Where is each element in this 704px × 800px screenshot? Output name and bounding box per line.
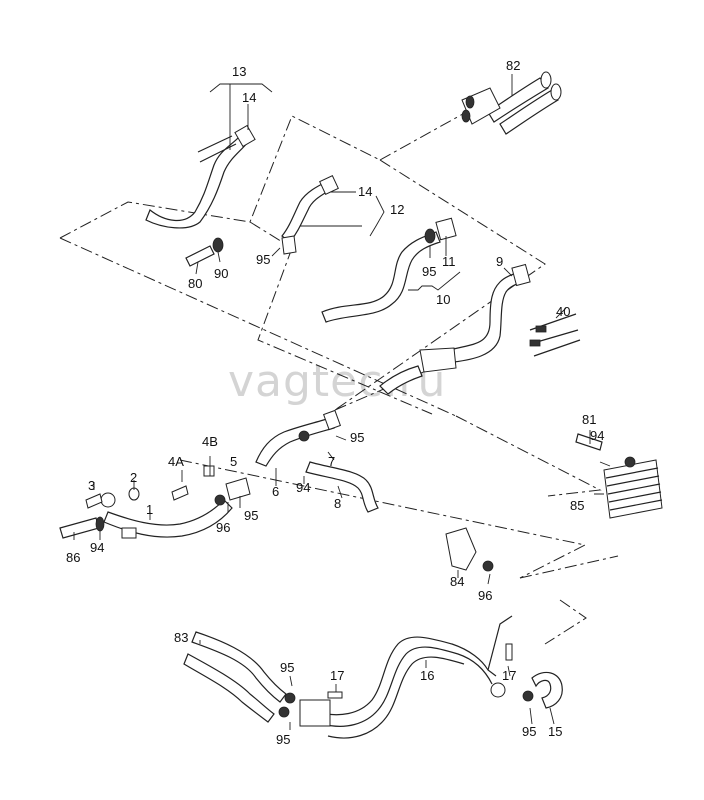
label-82: 82 bbox=[506, 58, 520, 73]
label-16: 16 bbox=[420, 668, 434, 683]
label-9: 9 bbox=[496, 254, 503, 269]
part-labels: 13 14 82 14 12 95 80 90 11 95 9 10 40 81… bbox=[66, 58, 604, 747]
cooler-85 bbox=[603, 456, 663, 519]
hose-10 bbox=[321, 217, 457, 323]
label-81: 81 bbox=[582, 412, 596, 427]
hose-81 bbox=[575, 433, 603, 451]
label-85: 85 bbox=[570, 498, 584, 513]
label-6: 6 bbox=[272, 484, 279, 499]
label-4A: 4A bbox=[168, 454, 184, 469]
label-14: 14 bbox=[358, 184, 372, 199]
label-90: 90 bbox=[214, 266, 228, 281]
label-14: 14 bbox=[242, 90, 256, 105]
hose-end-80 bbox=[185, 237, 224, 267]
hoses-83 bbox=[183, 631, 296, 723]
label-40: 40 bbox=[556, 304, 570, 319]
label-95: 95 bbox=[350, 430, 364, 445]
label-12: 12 bbox=[390, 202, 404, 217]
hose-8 bbox=[305, 461, 379, 513]
label-17: 17 bbox=[502, 668, 516, 683]
label-5: 5 bbox=[230, 454, 237, 469]
label-8: 8 bbox=[334, 496, 341, 511]
watermark-text: vagtec.ru bbox=[228, 356, 446, 407]
label-95: 95 bbox=[244, 508, 258, 523]
label-84: 84 bbox=[450, 574, 464, 589]
label-94: 94 bbox=[296, 480, 310, 495]
pipe-6 bbox=[255, 409, 342, 467]
label-95: 95 bbox=[276, 732, 290, 747]
label-11: 11 bbox=[442, 254, 456, 269]
label-95: 95 bbox=[422, 264, 436, 279]
label-1: 1 bbox=[146, 502, 153, 517]
label-83: 83 bbox=[174, 630, 188, 645]
bracket-84 bbox=[445, 527, 494, 572]
label-4B: 4B bbox=[202, 434, 218, 449]
parts-2-3-4-5 bbox=[85, 465, 251, 509]
label-3: 3 bbox=[88, 478, 95, 493]
hose-15 bbox=[522, 671, 563, 709]
hose-86 bbox=[59, 516, 105, 539]
pipe-16 bbox=[299, 615, 513, 739]
label-95: 95 bbox=[256, 252, 270, 267]
hose-12 bbox=[281, 175, 339, 255]
label-96: 96 bbox=[216, 520, 230, 535]
label-95: 95 bbox=[522, 724, 536, 739]
label-2: 2 bbox=[130, 470, 137, 485]
hose-9 bbox=[379, 263, 531, 395]
label-15: 15 bbox=[548, 724, 562, 739]
label-95: 95 bbox=[280, 660, 294, 675]
hose-13 bbox=[145, 124, 256, 229]
label-94: 94 bbox=[90, 540, 104, 555]
label-86: 86 bbox=[66, 550, 80, 565]
bolts-17 bbox=[327, 643, 513, 699]
label-94: 94 bbox=[590, 428, 604, 443]
clips-40 bbox=[529, 313, 581, 357]
leader-lines bbox=[73, 74, 611, 730]
label-13: 13 bbox=[232, 64, 246, 79]
label-10: 10 bbox=[436, 292, 450, 307]
label-80: 80 bbox=[188, 276, 202, 291]
pipe-1 bbox=[100, 492, 233, 539]
connector-82 bbox=[461, 71, 562, 135]
label-7: 7 bbox=[328, 454, 335, 469]
label-96: 96 bbox=[478, 588, 492, 603]
label-17: 17 bbox=[330, 668, 344, 683]
